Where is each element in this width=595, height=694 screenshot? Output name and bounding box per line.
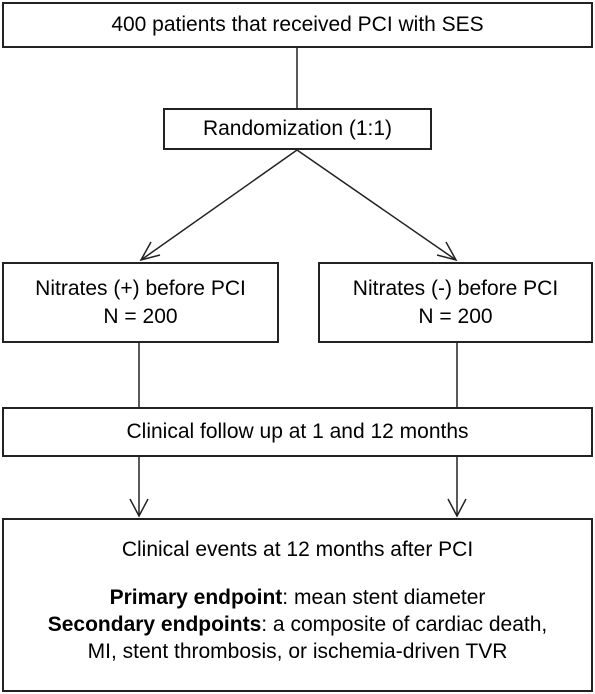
randomization-text: Randomization (1:1) [202,117,393,141]
arrowhead-right-arm [436,241,458,262]
outcomes-heading: Clinical events at 12 months after PCI [121,538,474,561]
arm-nitrates-minus-title: Nitrates (-) before PCI [352,277,559,301]
follow-up-text: Clinical follow up at 1 and 12 months [126,420,469,444]
primary-endpoint-line: Primary endpoint: mean stent diameter [110,585,486,612]
connector-randomization-right-arm [296,149,457,261]
randomization-box: Randomization (1:1) [163,108,432,150]
arrowhead-left-arm [139,241,161,262]
outcomes-box: Clinical events at 12 months after PCI P… [2,518,593,692]
arrowhead-outcomes-right [447,498,467,518]
secondary-endpoint-label: Secondary endpoints [47,613,262,637]
arm-nitrates-plus-n: N = 200 [103,304,178,328]
enrollment-text: 400 patients that received PCI with SES [111,13,484,37]
primary-endpoint-label: Primary endpoint [109,586,283,610]
arrowhead-outcomes-left [129,498,149,518]
enrollment-box: 400 patients that received PCI with SES [2,2,593,48]
arm-nitrates-minus-n: N = 200 [418,304,493,328]
follow-up-box: Clinical follow up at 1 and 12 months [2,407,593,457]
connector-randomization-left-arm [140,149,298,261]
arm-nitrates-minus-box: Nitrates (-) before PCI N = 200 [318,262,593,343]
arm-nitrates-plus-box: Nitrates (+) before PCI N = 200 [2,262,279,343]
secondary-endpoint-line-2: MI, stent thrombosis, or ischemia-driven… [87,640,508,664]
arm-nitrates-plus-title: Nitrates (+) before PCI [35,277,246,301]
secondary-endpoint-text-1: : a composite of cardiac death, [261,613,548,637]
secondary-endpoint-line: Secondary endpoints: a composite of card… [48,612,548,639]
primary-endpoint-text: : mean stent diameter [282,586,486,610]
